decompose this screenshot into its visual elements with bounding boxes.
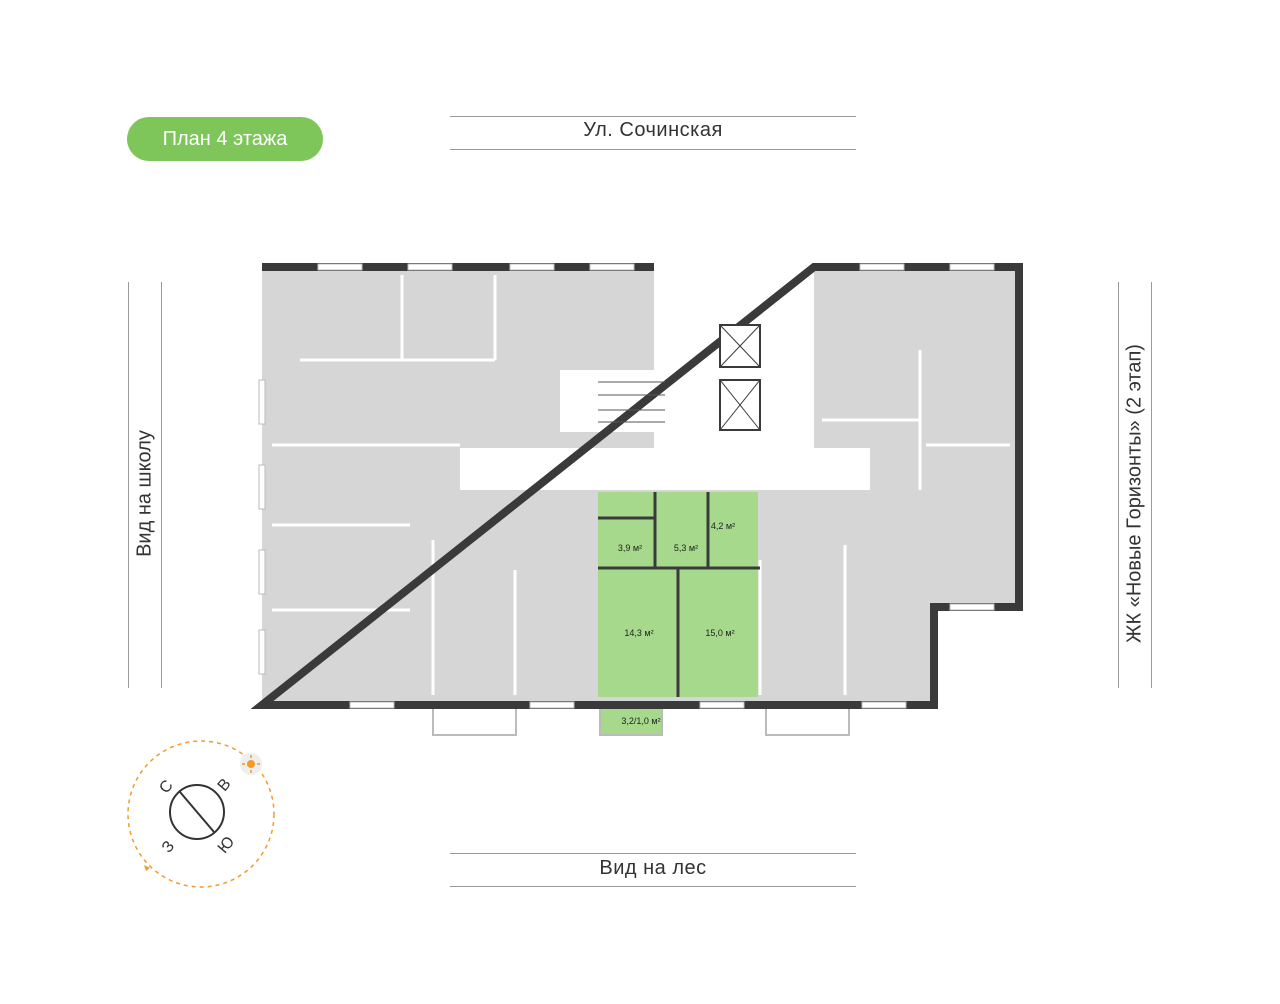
compass: С В Ю З [127,740,275,888]
compass-e: В [215,776,235,795]
top-street-label: Ул. Сочинская [583,119,723,141]
area-room-a: 3,9 м² [618,543,642,553]
left-line-outer [128,282,129,688]
highlighted-balcony [599,704,663,736]
area-bath: 4,2 м² [711,521,735,531]
right-line-outer [1118,282,1119,688]
right-line-inner [1151,282,1152,688]
corridor [460,448,870,490]
bottom-view-label: Вид на лес [599,857,707,879]
compass-n: С [156,777,176,797]
bottom-line-lower [450,886,856,887]
left-line-inner [161,282,162,688]
staircase [560,370,712,432]
sun-icon [240,753,262,775]
top-line-upper [450,116,856,117]
floor-badge: План 4 этажа [127,117,323,161]
area-room-b: 5,3 м² [674,543,698,553]
top-line-lower [450,149,856,150]
compass-s: Ю [215,833,238,856]
area-room-c: 14,3 м² [624,628,653,638]
compass-w: З [159,838,178,856]
building [250,263,1023,736]
area-room-d: 15,0 м² [705,628,734,638]
bottom-line-upper [450,853,856,854]
area-balcony: 3,2/1,0 м² [621,716,660,726]
